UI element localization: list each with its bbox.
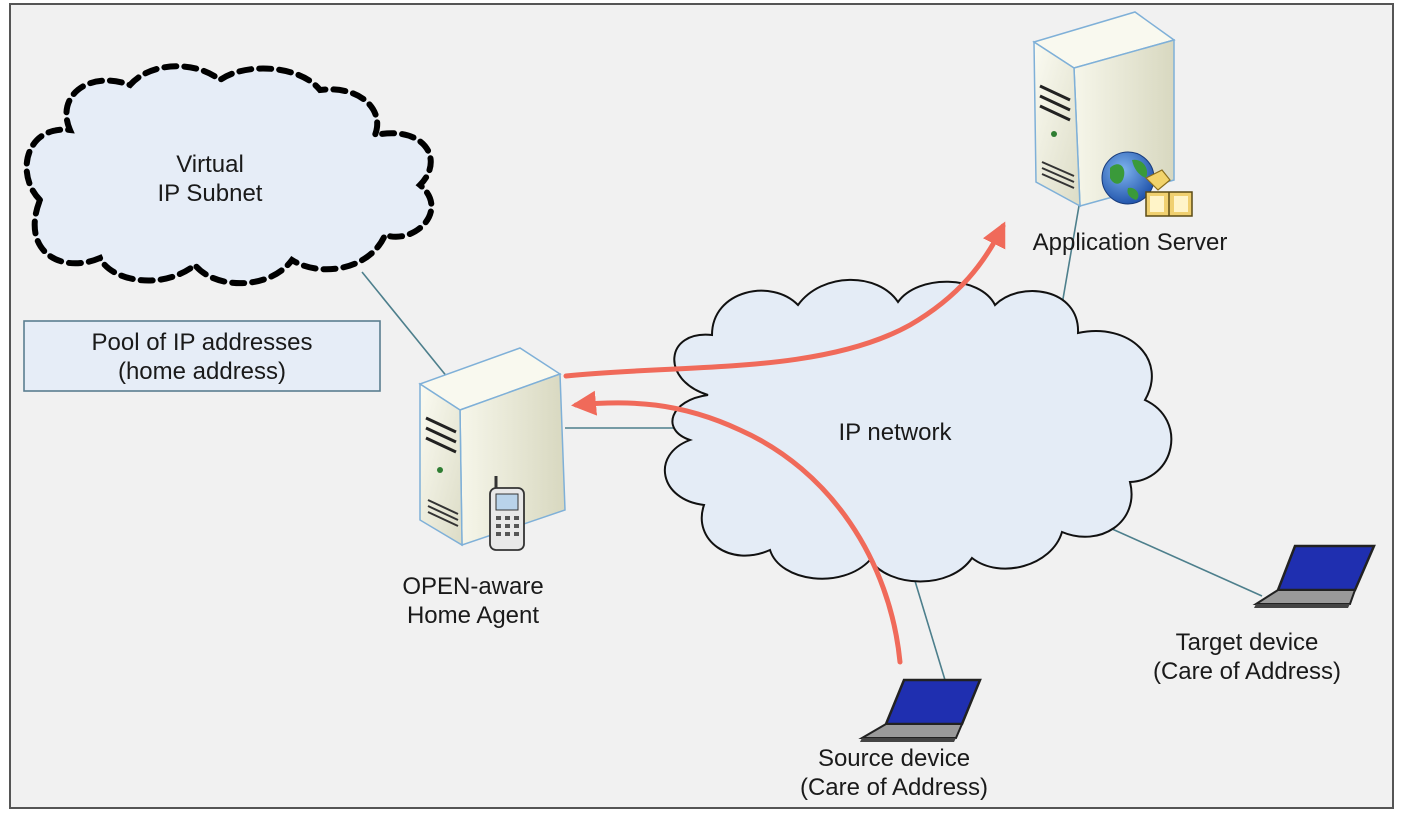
source-device-line1: Source device xyxy=(817,745,971,772)
address-pool-box xyxy=(23,320,381,392)
virtual-subnet-label: Virtual IP Subnet xyxy=(130,150,290,208)
home-agent-line2: Home Agent xyxy=(406,602,540,629)
home-agent-line1: OPEN-aware xyxy=(402,573,544,600)
ip-network-text: IP network xyxy=(838,419,952,446)
home-agent-label: OPEN-aware Home Agent xyxy=(378,572,568,630)
flow-arrows xyxy=(563,221,1006,665)
address-pool-label: Pool of IP addresses (home address) xyxy=(24,328,380,386)
ip-network-cloud xyxy=(663,278,1173,583)
ip-network-label: IP network xyxy=(805,418,985,447)
link-network-target xyxy=(1091,519,1263,597)
virtual-subnet-cloud xyxy=(23,63,435,287)
application-server-text: Application Server xyxy=(1032,229,1228,256)
source-device-line2: (Care of Address) xyxy=(799,774,989,801)
source-laptop-icon xyxy=(858,678,982,742)
folder-icon xyxy=(1144,169,1193,217)
address-pool-line2: (home address) xyxy=(117,358,287,385)
target-laptop-icon xyxy=(1252,544,1376,608)
link-subnet-homeagent xyxy=(361,271,449,379)
flow-arrow-homeagent-to-appserver xyxy=(563,221,1006,379)
address-pool-line1: Pool of IP addresses xyxy=(91,329,313,356)
flow-arrow-source-to-homeagent xyxy=(571,390,903,665)
virtual-subnet-line1: Virtual xyxy=(176,151,244,178)
virtual-subnet-line2: IP Subnet xyxy=(157,180,263,207)
globe-icon xyxy=(1101,151,1155,205)
home-agent-server-icon xyxy=(418,347,566,547)
target-device-line2: (Care of Address) xyxy=(1152,658,1342,685)
target-device-label: Target device (Care of Address) xyxy=(1132,628,1362,686)
application-server-label: Application Server xyxy=(1010,228,1250,257)
source-device-label: Source device (Care of Address) xyxy=(776,744,1012,802)
mobile-phone-icon xyxy=(489,476,525,551)
target-device-line1: Target device xyxy=(1175,629,1319,656)
application-server-icon xyxy=(1032,11,1176,208)
